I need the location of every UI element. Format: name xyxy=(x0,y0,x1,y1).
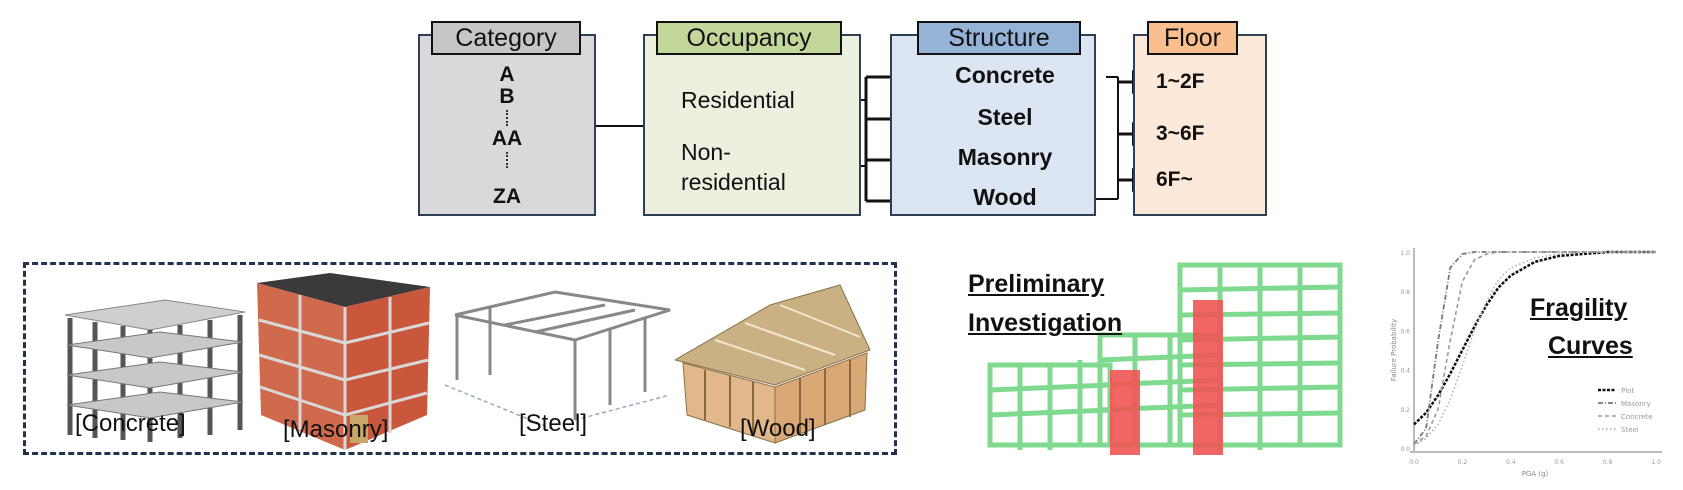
ellipsis-dots xyxy=(506,152,510,168)
legend-label: Masonry xyxy=(1621,400,1651,408)
floor-item-3-6f: 3~6F xyxy=(1156,122,1205,145)
occupancy-title: Occupancy xyxy=(656,21,842,55)
category-item-aa: AA xyxy=(491,127,523,150)
y-tick-label: 1.0 xyxy=(1400,250,1410,257)
masonry-building-image xyxy=(257,273,430,450)
x-tick-label: 0.2 xyxy=(1458,459,1468,466)
x-tick-label: 0.8 xyxy=(1603,459,1613,466)
structural-model-image xyxy=(987,262,1343,455)
occupancy-item-residential-2: residential xyxy=(681,169,786,195)
steel-building-image xyxy=(445,290,671,430)
category-item-b: B xyxy=(499,85,515,108)
structure-item-concrete: Concrete xyxy=(955,62,1055,88)
occupancy-item-non: Non- xyxy=(681,139,731,165)
structure-title: Structure xyxy=(917,21,1081,55)
y-tick-label: 0.2 xyxy=(1400,407,1410,414)
y-tick-label: 0.0 xyxy=(1400,446,1410,453)
occupancy-item-residential: Residential xyxy=(681,87,795,113)
x-tick-label: 0.4 xyxy=(1506,459,1516,466)
category-title: Category xyxy=(431,21,581,55)
structure-item-steel: Steel xyxy=(977,104,1033,130)
x-tick-label: 1.0 xyxy=(1651,459,1661,466)
structure-item-wood: Wood xyxy=(973,184,1037,210)
legend-label: Steel xyxy=(1621,426,1639,434)
series-line-concrete xyxy=(1413,251,1656,445)
ellipsis-dots xyxy=(506,110,510,126)
preliminary-investigation-title-line2: Investigation xyxy=(968,309,1123,337)
x-axis-label: PGA (g) xyxy=(1522,470,1549,478)
caption-masonry: [Masonry] xyxy=(283,416,389,443)
caption-steel: [Steel] xyxy=(519,410,588,437)
fragility-chart: 0.0 0.2 0.4 0.6 0.8 1.0 0.0 0.2 0.4 0.6 0.8 1.0PGA … xyxy=(1390,248,1662,478)
category-item-a: A xyxy=(499,63,515,86)
legend-label: Plot xyxy=(1621,387,1634,395)
x-tick-label: 0.6 xyxy=(1554,459,1564,466)
floor-item-6f-plus: 6F~ xyxy=(1156,168,1193,191)
concrete-building-image xyxy=(64,299,246,442)
fragility-title-line2: Curves xyxy=(1548,332,1633,360)
structure-item-masonry: Masonry xyxy=(957,144,1053,170)
category-item-za: ZA xyxy=(493,185,521,208)
y-tick-label: 0.6 xyxy=(1400,328,1410,335)
structure-panel xyxy=(890,34,1096,216)
caption-concrete: [Concrete] xyxy=(75,410,186,437)
fragility-title-line1: Fragility xyxy=(1530,294,1628,322)
y-tick-label: 0.4 xyxy=(1400,368,1410,375)
caption-wood: [Wood] xyxy=(740,415,816,442)
floor-title: Floor xyxy=(1147,21,1238,55)
preliminary-investigation-title-line1: Preliminary xyxy=(968,270,1105,298)
floor-item-1-2f: 1~2F xyxy=(1156,70,1205,93)
floor-panel xyxy=(1133,34,1267,216)
y-tick-label: 0.8 xyxy=(1400,289,1410,296)
wood-building-image xyxy=(675,284,871,444)
y-axis-label: Failure Probability xyxy=(1390,319,1398,381)
occupancy-panel xyxy=(643,34,861,216)
legend-label: Concrete xyxy=(1621,413,1653,421)
building-types-box xyxy=(23,262,897,455)
x-tick-label: 0.0 xyxy=(1409,459,1419,466)
